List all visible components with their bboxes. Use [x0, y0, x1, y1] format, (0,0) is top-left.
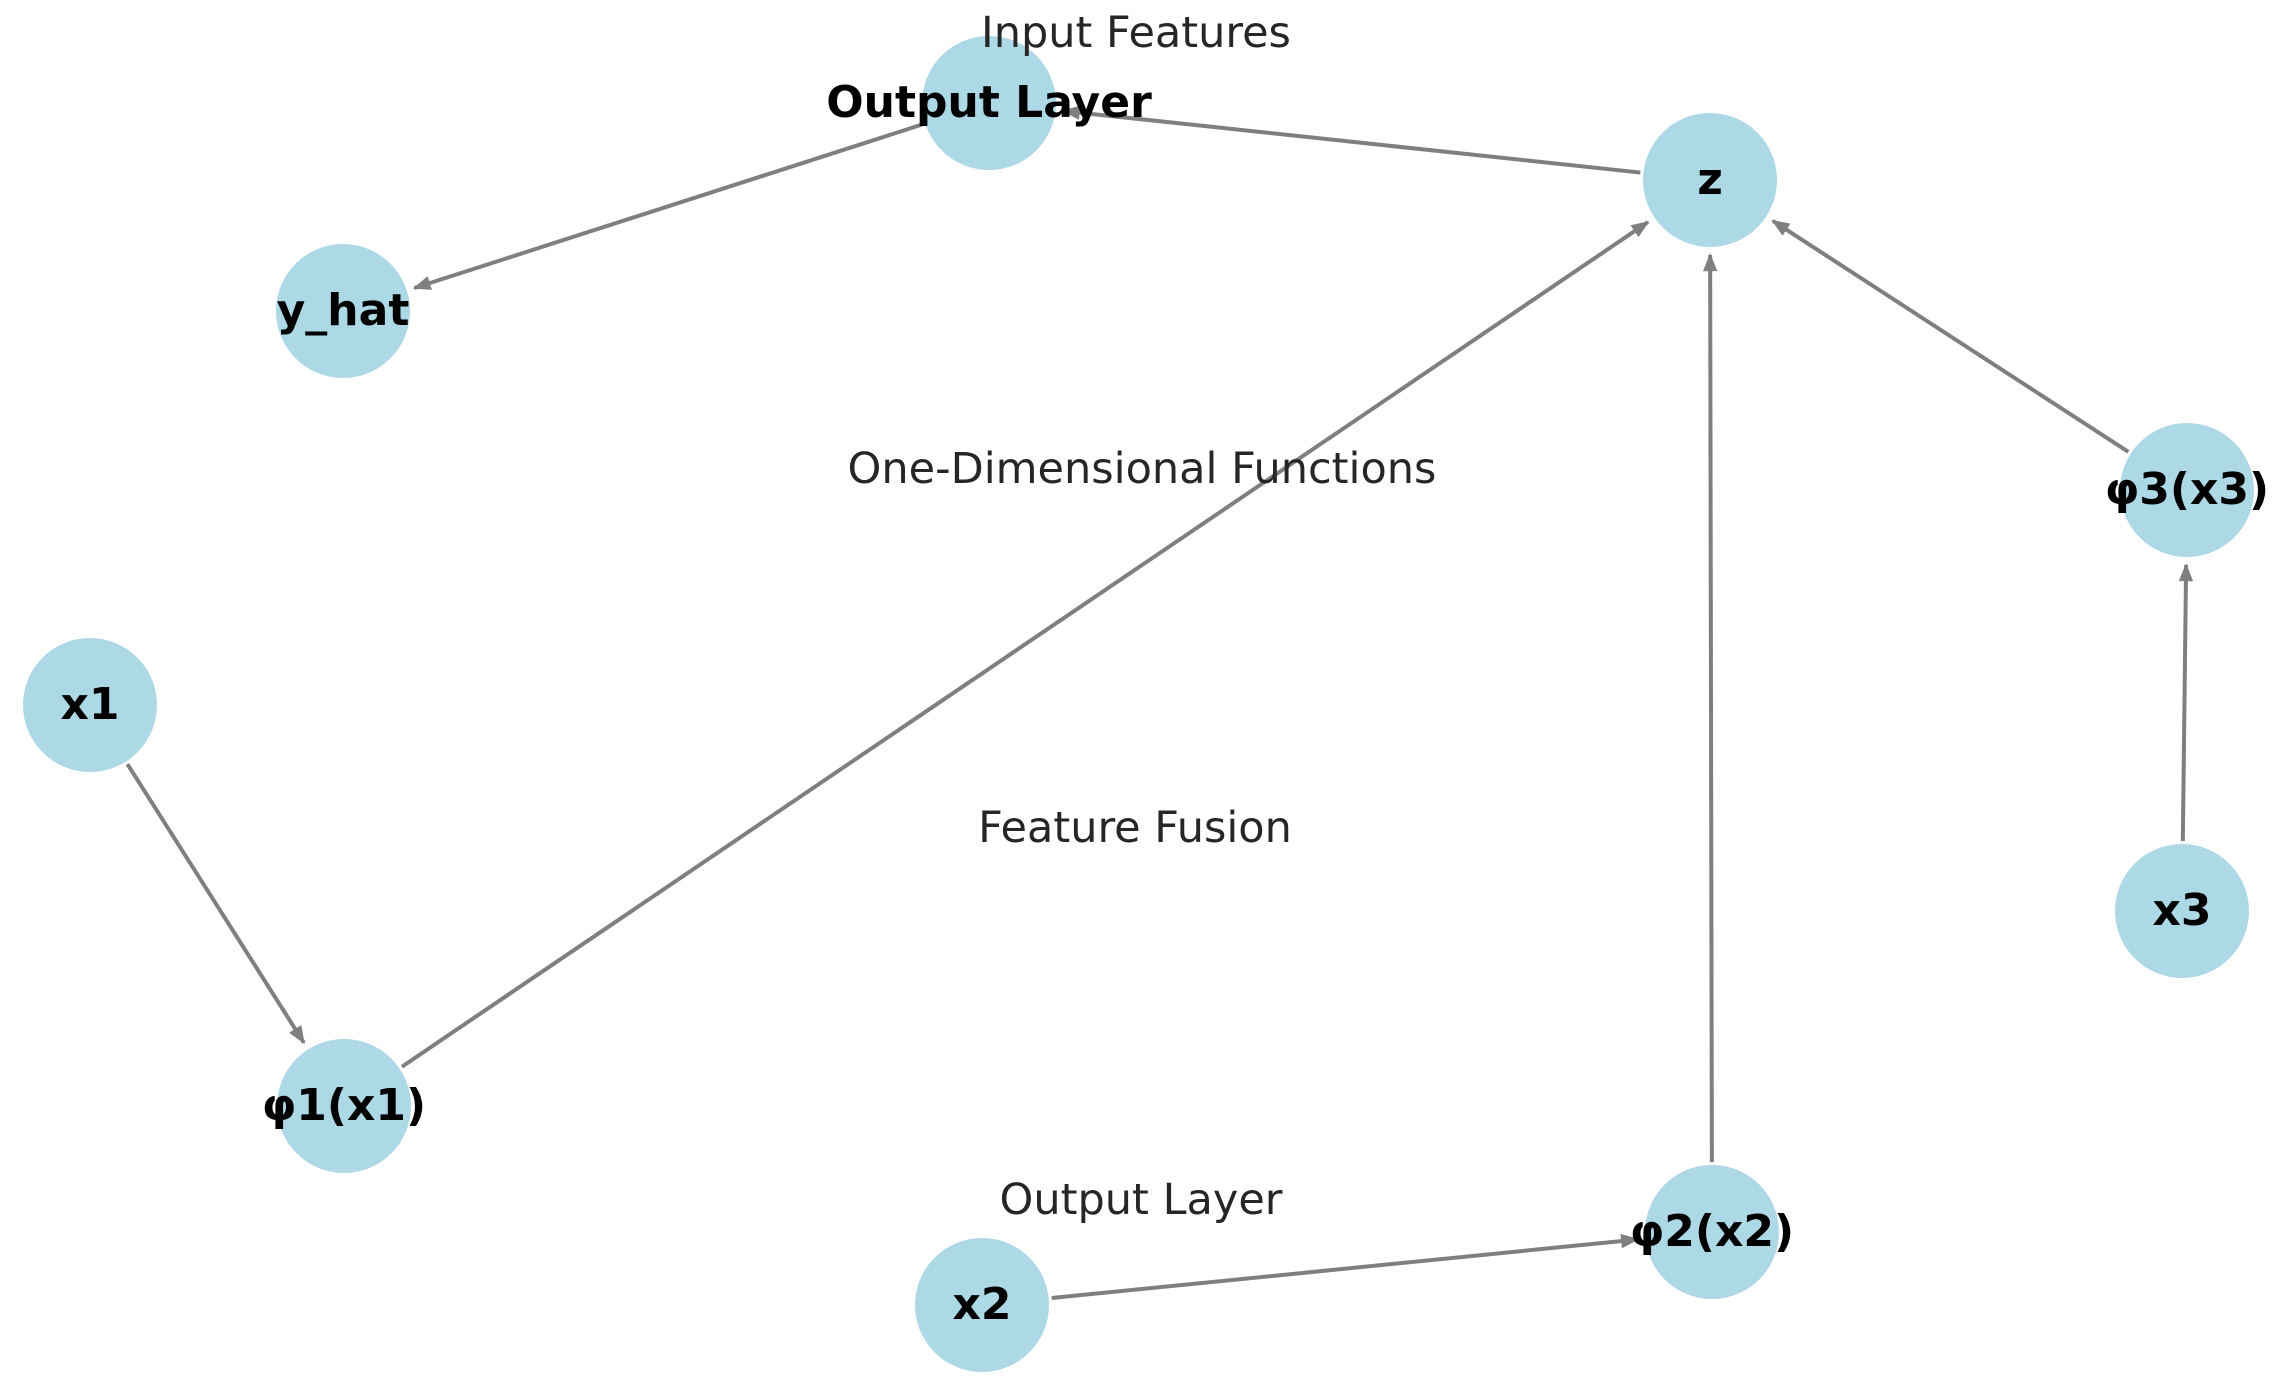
node-x3: x3 [2115, 844, 2249, 978]
node-output-layer: Output Layer [826, 36, 1152, 170]
node-z-label: z [1697, 154, 1723, 205]
edge-phi1-to-z [400, 220, 1650, 1069]
node-x1: x1 [23, 638, 157, 772]
node-x2: x2 [915, 1238, 1049, 1372]
node-x2-label: x2 [952, 1279, 1012, 1330]
node-phi3-label: φ3(x3) [2104, 464, 2270, 515]
edge-phi2-to-z [1702, 253, 1718, 1163]
node-phi1: φ1(x1) [262, 1039, 426, 1173]
node-output-layer-label: Output Layer [826, 77, 1152, 128]
edge-x2-to-phi2 [1051, 1233, 1640, 1301]
node-phi2-label: φ2(x2) [1629, 1206, 1795, 1257]
annotation-one-dimensional-functions: One-Dimensional Functions [847, 444, 1437, 495]
edge-z-to-output [1061, 105, 1641, 175]
annotation-output-layer: Output Layer [999, 1175, 1283, 1226]
node-y-hat: y_hat [276, 244, 410, 378]
node-phi2: φ2(x2) [1630, 1165, 1794, 1299]
edge-x3-to-phi3 [2178, 563, 2194, 842]
node-y-hat-label: y_hat [276, 285, 410, 336]
node-x1-label: x1 [60, 679, 120, 730]
edge-phi3-to-z [1771, 219, 2130, 454]
node-x3-label: x3 [2152, 885, 2212, 936]
node-phi3: φ3(x3) [2105, 423, 2269, 557]
node-phi1-label: φ1(x1) [261, 1080, 427, 1131]
edge-x1-to-phi1 [125, 763, 306, 1045]
node-z: z [1643, 113, 1777, 247]
annotation-feature-fusion: Feature Fusion [978, 803, 1292, 854]
annotation-input-features: Input Features [981, 8, 1291, 59]
edge-output-to-y_hat [412, 122, 923, 290]
